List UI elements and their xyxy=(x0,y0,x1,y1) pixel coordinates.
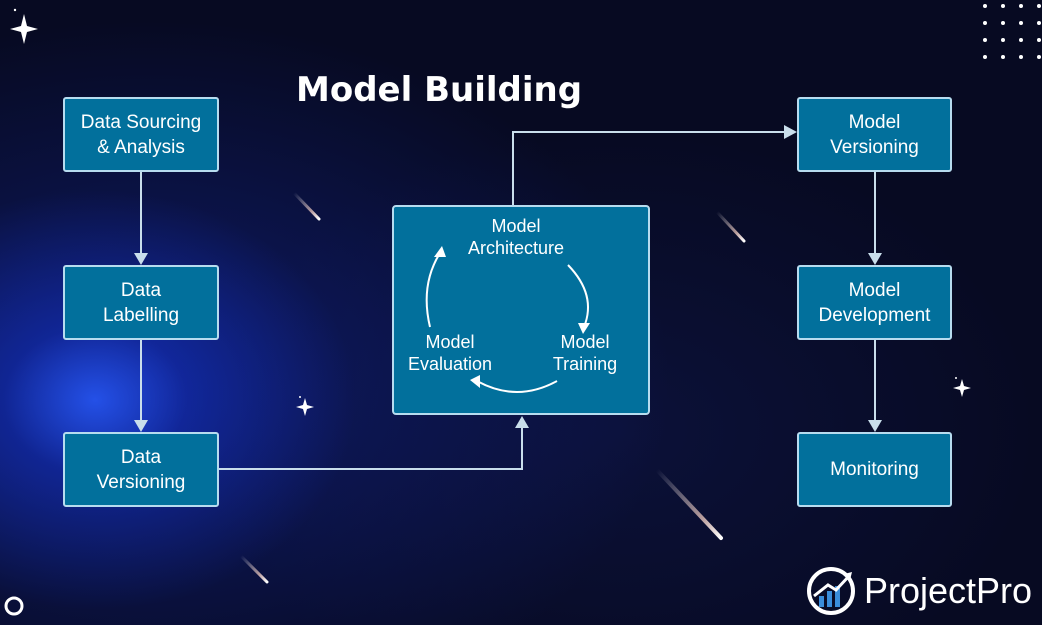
sparkle-icon xyxy=(296,396,314,416)
connectors xyxy=(140,131,876,470)
ring-decoration xyxy=(4,596,24,616)
meteor-streak xyxy=(655,468,723,540)
step-model-evaluation: Model Evaluation xyxy=(407,332,493,374)
step-model-versioning: Model Versioning xyxy=(797,97,952,172)
model-building-cycle: Model Architecture Model Training Model … xyxy=(392,205,650,415)
step-monitoring: Monitoring xyxy=(797,432,952,507)
cycle-arrowhead-icon xyxy=(470,375,480,388)
arrow-right-icon xyxy=(784,125,797,139)
page-title: Model Building xyxy=(296,70,583,110)
step-data-labelling: Data Labelling xyxy=(63,265,219,340)
brand-name: ProjectPro xyxy=(864,570,1033,611)
step-model-architecture: Model Architecture xyxy=(467,216,565,258)
brand-logo: ProjectPro xyxy=(806,566,1032,616)
cycle-arrowhead-icon xyxy=(578,323,590,334)
step-model-training: Model Training xyxy=(552,332,618,374)
meteor-streak xyxy=(292,191,321,221)
meteor-streak xyxy=(715,210,746,243)
chart-growth-logo-icon xyxy=(807,567,855,615)
arrow-down-icon xyxy=(868,253,882,265)
step-data-versioning: Data Versioning xyxy=(63,432,219,507)
meteor-streak xyxy=(239,554,269,584)
arrow-up-icon xyxy=(515,416,529,428)
step-data-sourcing-analysis: Data Sourcing & Analysis xyxy=(63,97,219,172)
arrow-down-icon xyxy=(134,420,148,432)
sparkle-icon xyxy=(10,8,38,44)
cycle-arrowhead-icon xyxy=(434,246,446,257)
arrowheads xyxy=(134,125,882,432)
step-model-development: Model Development xyxy=(797,265,952,340)
sparkle-icon xyxy=(953,377,971,397)
dot-grid-decoration xyxy=(983,4,1041,59)
arrow-down-icon xyxy=(868,420,882,432)
arrow-down-icon xyxy=(134,253,148,265)
cycle-arrows xyxy=(425,246,590,393)
